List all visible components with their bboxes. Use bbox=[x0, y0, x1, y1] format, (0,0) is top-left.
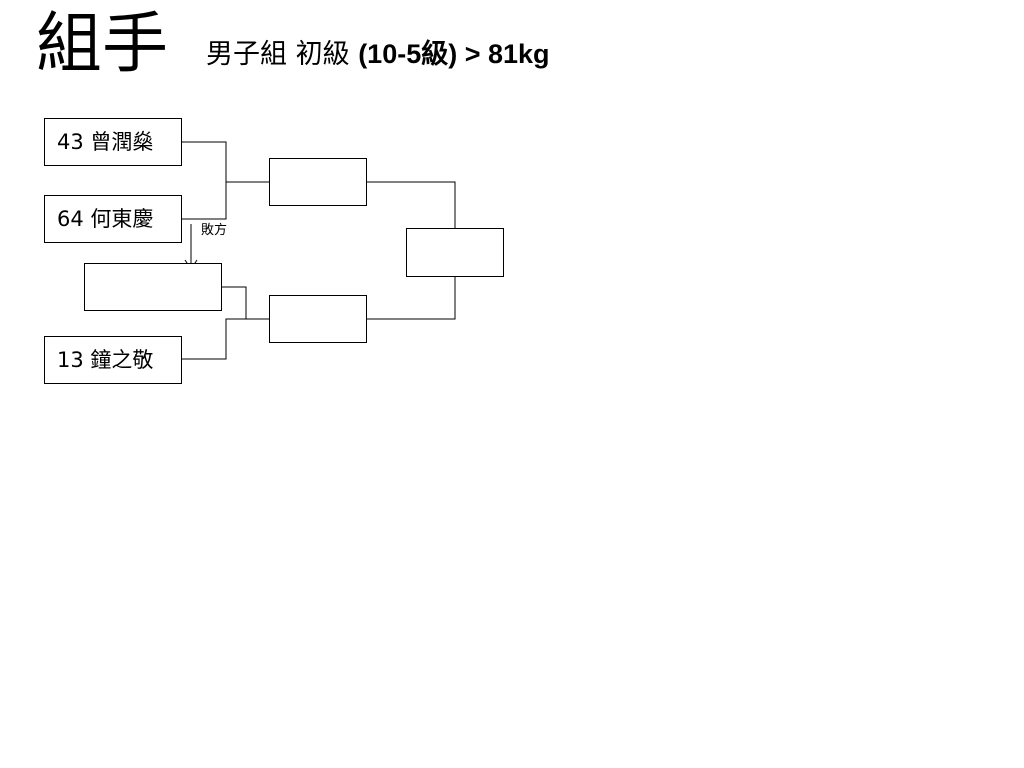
connector-entrant-13 bbox=[182, 318, 270, 360]
semifinal-2-winner-box bbox=[269, 295, 367, 343]
entrant-seed: 64 bbox=[57, 207, 84, 231]
entrant-seed: 43 bbox=[57, 130, 84, 154]
connector-entrant-43 bbox=[182, 141, 270, 183]
connector-semifinal-2 bbox=[366, 276, 456, 320]
connector-entrant-64 bbox=[182, 182, 227, 220]
entrant-name: 鐘之敬 bbox=[90, 348, 154, 372]
loser-box bbox=[84, 263, 222, 311]
semifinal-1-winner-box bbox=[269, 158, 367, 206]
page-title: 組手 bbox=[36, 5, 168, 82]
entrant-box: 43 曾潤燊 bbox=[44, 118, 182, 166]
grade-weight-class: (10-5級) > 81kg bbox=[358, 39, 550, 69]
connector-semifinal-1 bbox=[366, 181, 456, 229]
entrant-name: 何東慶 bbox=[90, 207, 154, 231]
entrant-name: 曾潤燊 bbox=[90, 130, 154, 154]
entrant-box: 64 何東慶 bbox=[44, 195, 182, 243]
entrant-seed: 13 bbox=[57, 348, 84, 372]
loser-label: 敗方 bbox=[201, 223, 228, 238]
connector-loser-box bbox=[221, 286, 270, 320]
division-name: 男子組 初級 bbox=[206, 39, 350, 70]
entrant-box: 13 鐘之敬 bbox=[44, 336, 182, 384]
division-title: 男子組 初級 (10-5級) > 81kg bbox=[206, 34, 550, 75]
final-winner-box bbox=[406, 228, 504, 277]
